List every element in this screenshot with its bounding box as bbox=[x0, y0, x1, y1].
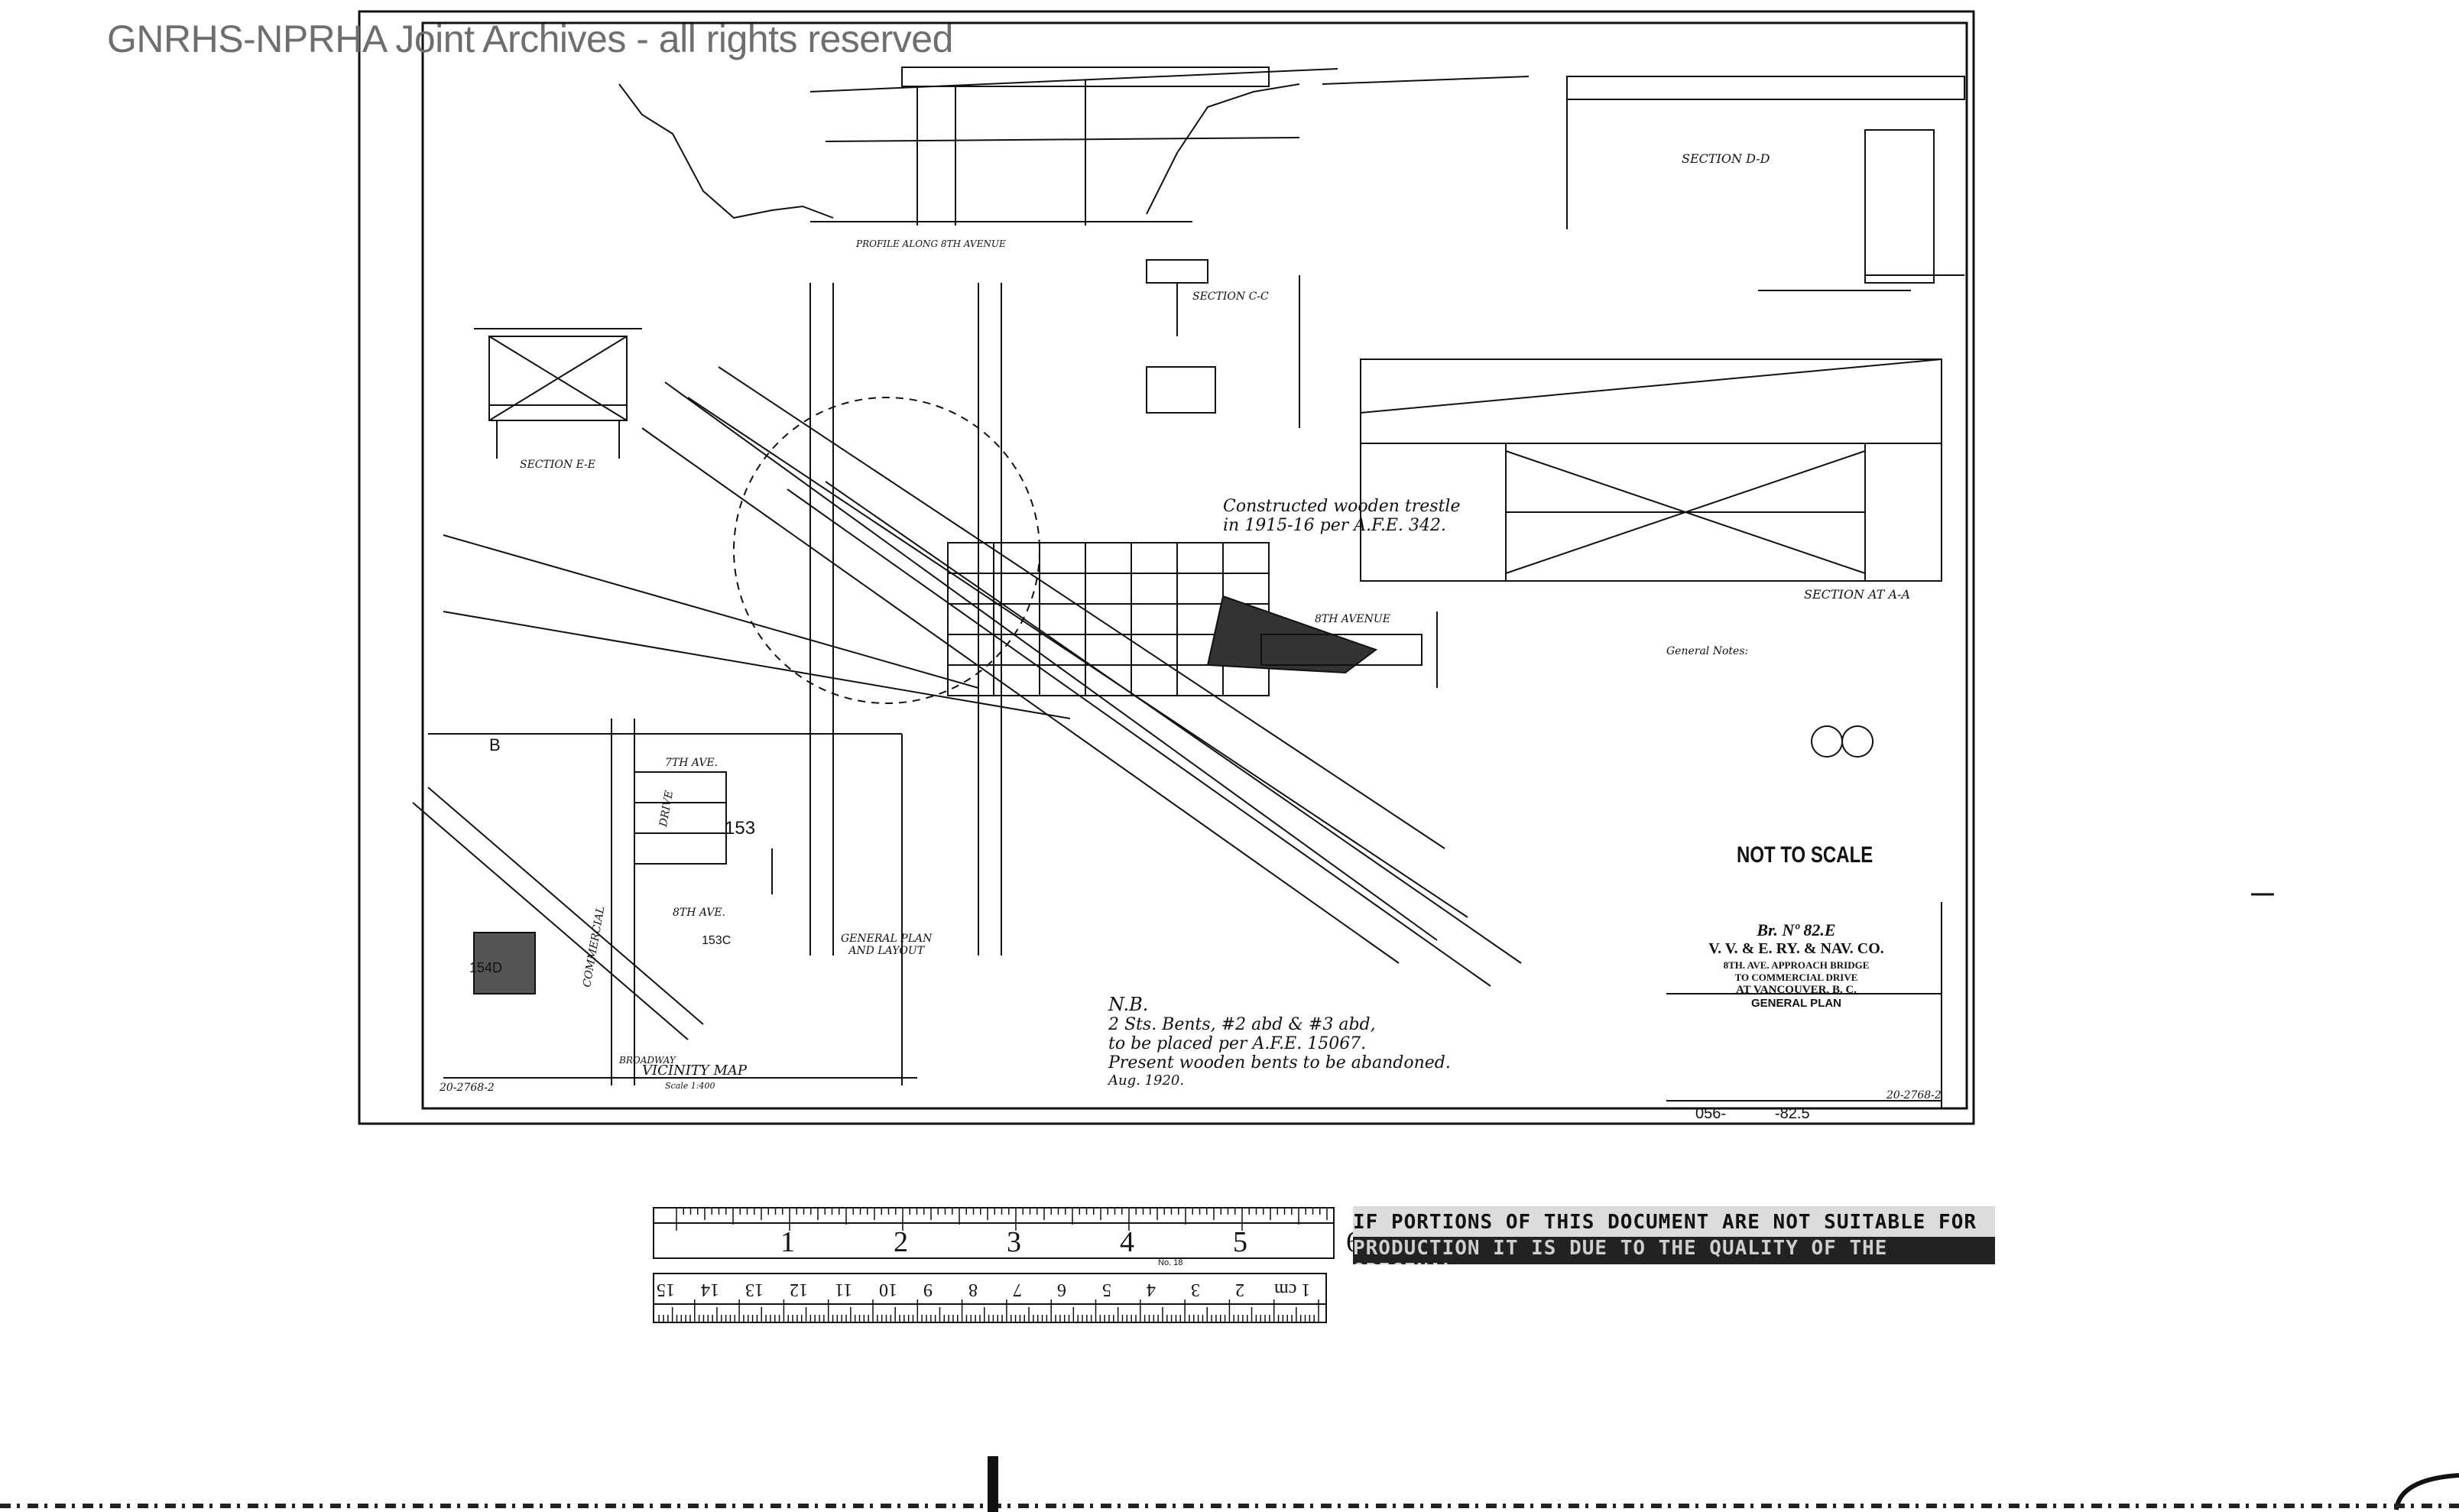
vicinity-scale-label: Scale 1:400 bbox=[665, 1081, 715, 1091]
general-plan-label-line: AND LAYOUT bbox=[848, 945, 925, 957]
ruler-cm-label: 9 bbox=[923, 1280, 933, 1299]
nb-line: 2 Sts. Bents, #2 abd & #3 abd, bbox=[1108, 1015, 1376, 1034]
ruler-cm-label: 3 bbox=[1191, 1280, 1201, 1299]
ruler-cm-label: 4 bbox=[1146, 1280, 1156, 1299]
ruler bbox=[653, 1207, 1335, 1323]
file-number-right: -82.5 bbox=[1775, 1105, 1810, 1122]
constructed-note: Constructed wooden trestle in 1915-16 pe… bbox=[1223, 497, 1461, 535]
ruler-inch-label: 4 bbox=[1120, 1226, 1134, 1258]
drawing-number: 20-2768-2 bbox=[1886, 1089, 1942, 1102]
nb-line: Aug. 1920. bbox=[1108, 1072, 1185, 1089]
ruler-cm-label: 7 bbox=[1012, 1280, 1022, 1299]
lot-153-label: 153 bbox=[725, 818, 756, 839]
street-8th-label: 8TH AVE. bbox=[673, 907, 726, 919]
center-binding-mark bbox=[988, 1456, 998, 1512]
street-7th-label: 7TH AVE. bbox=[665, 757, 719, 769]
street-8th-avenue-label: 8TH AVENUE bbox=[1315, 613, 1390, 625]
grid-marker-b: B bbox=[489, 735, 501, 754]
ruler-center-label: No. 18 bbox=[1158, 1258, 1183, 1267]
ruler-cm-label: 2 bbox=[1235, 1280, 1245, 1299]
notice-line-2: PRODUCTION IT IS DUE TO THE QUALITY OF T… bbox=[1353, 1237, 1995, 1264]
page-edge-curl bbox=[2394, 1473, 2459, 1510]
general-plan-label: GENERAL PLAN AND LAYOUT bbox=[841, 933, 932, 957]
ruler-cm-label: 12 bbox=[790, 1280, 809, 1299]
vicinity-map-drawing bbox=[412, 719, 917, 1085]
profile-label: PROFILE ALONG 8TH AVENUE bbox=[856, 238, 1006, 249]
ruler-cm-label: 10 bbox=[879, 1280, 897, 1299]
broadway-label: BROADWAY bbox=[619, 1055, 676, 1066]
ruler-cm-label: 13 bbox=[745, 1280, 764, 1299]
section-dd-drawing bbox=[1566, 76, 1965, 291]
title-block-drawing bbox=[1666, 725, 1942, 1108]
lot-153c-label: 153C bbox=[702, 934, 732, 947]
lot-154d-label: 154D bbox=[469, 960, 503, 975]
profile-drawing bbox=[618, 67, 1530, 226]
section-dd-label: SECTION D-D bbox=[1682, 151, 1770, 166]
reproduction-notice: IF PORTIONS OF THIS DOCUMENT ARE NOT SUI… bbox=[1353, 1206, 1995, 1264]
nb-heading: N.B. bbox=[1108, 994, 1149, 1015]
ruler-inch-label: 3 bbox=[1007, 1226, 1021, 1258]
drawing-number-left: 20-2768-2 bbox=[440, 1082, 495, 1094]
ruler-inch-label: 2 bbox=[894, 1226, 908, 1258]
ruler-cm-label: 11 bbox=[834, 1280, 852, 1299]
ruler-ticks bbox=[658, 1208, 1328, 1322]
section-aa-drawing bbox=[1146, 259, 1942, 582]
section-ee-label: SECTION E-E bbox=[520, 459, 595, 471]
general-notes-heading: General Notes: bbox=[1666, 645, 1749, 657]
nb-line: Present wooden bents to be abandoned. bbox=[1108, 1053, 1451, 1072]
ruler-cm-label: 14 bbox=[700, 1280, 719, 1299]
ruler-cm-label: 6 bbox=[1057, 1280, 1067, 1299]
not-to-scale-stamp: NOT TO SCALE bbox=[1737, 842, 1873, 868]
plan-title: GENERAL PLAN bbox=[1750, 997, 1842, 1010]
title-line: TO COMMERCIAL DRIVE bbox=[1734, 972, 1858, 983]
nb-note: N.B. 2 Sts. Bents, #2 abd & #3 abd, to b… bbox=[1108, 994, 1451, 1089]
bridge-number: Br. Nº 82.E bbox=[1757, 920, 1836, 939]
vicinity-map-label: VICINITY MAP bbox=[642, 1063, 748, 1079]
section-aa-label: SECTION AT A-A bbox=[1804, 587, 1911, 602]
title-block: Br. Nº 82.E V. V. & E. RY. & NAV. CO. 8T… bbox=[1651, 920, 1942, 1010]
title-line: 8TH. AVE. APPROACH BRIDGE bbox=[1723, 959, 1870, 971]
ruler-inch-label: 5 bbox=[1233, 1226, 1247, 1258]
ruler-cm-label: 5 bbox=[1101, 1280, 1111, 1299]
ruler-cm-label: 8 bbox=[968, 1280, 978, 1299]
ruler-inch-label: 1 bbox=[780, 1226, 795, 1258]
title-line: AT VANCOUVER, B. C. bbox=[1735, 984, 1857, 996]
sheet-border bbox=[358, 10, 1975, 1125]
nb-line: to be placed per A.F.E. 15067. bbox=[1108, 1034, 1367, 1053]
section-cc-label: SECTION C-C bbox=[1192, 290, 1269, 303]
ruler-cm-label: 1 cm bbox=[1273, 1280, 1311, 1299]
drawing-frame bbox=[421, 21, 1968, 1110]
section-ee-drawing bbox=[474, 328, 642, 459]
company-name: V. V. & E. RY. & NAV. CO. bbox=[1708, 940, 1884, 957]
general-plan-label-line: GENERAL PLAN bbox=[841, 933, 933, 945]
ruler-cm-label: 15 bbox=[656, 1280, 675, 1299]
file-number-left: 056- bbox=[1695, 1105, 1727, 1122]
archive-watermark: GNRHS-NPRHA Joint Archives - all rights … bbox=[107, 18, 953, 60]
general-plan-drawing bbox=[443, 283, 1522, 987]
